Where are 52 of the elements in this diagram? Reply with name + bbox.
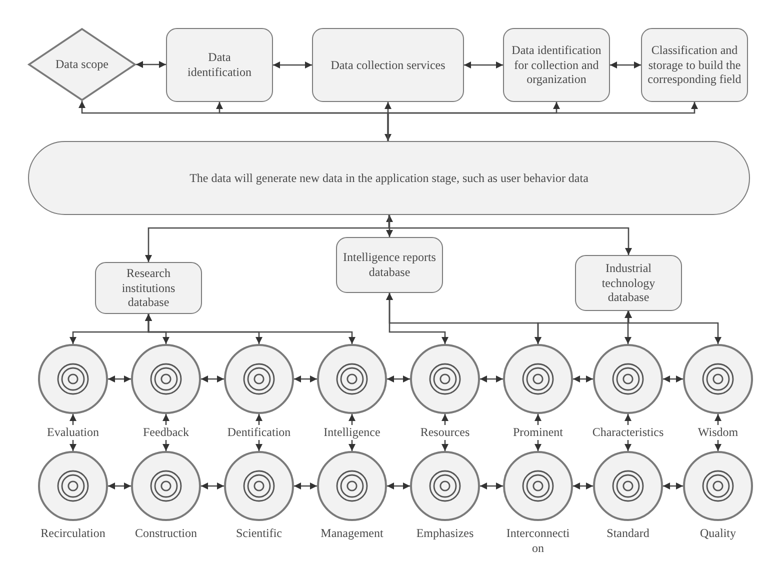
box-label: The data will generate new data in the application stage, such as user behavior data	[190, 170, 588, 186]
box-label: Data identification	[186, 50, 252, 80]
double-arrow	[663, 482, 683, 490]
circle-label: Dentification	[226, 425, 292, 440]
process-box	[95, 262, 202, 314]
box-label: Classification and storage to build the corresponding field	[646, 43, 742, 87]
double-arrow	[610, 62, 641, 68]
double-arrow	[294, 376, 317, 382]
process-box	[503, 28, 610, 102]
process-box	[166, 28, 273, 102]
arrow	[388, 215, 632, 255]
double-arrow	[384, 102, 392, 141]
double-arrow	[573, 376, 593, 382]
double-arrow	[573, 482, 593, 490]
box-label: Industrial technology database	[600, 261, 656, 305]
circle-label: Management	[320, 526, 384, 541]
double-arrow	[273, 62, 312, 68]
circle-label: Characteristics	[591, 425, 665, 440]
arrow	[387, 102, 698, 141]
double-arrow	[663, 376, 683, 382]
circle-label: Evaluation	[46, 425, 100, 440]
double-arrow	[108, 482, 131, 490]
box-label: Research institutions database	[120, 266, 176, 310]
double-arrow	[480, 482, 503, 490]
circle-label: Feedback	[142, 425, 190, 440]
double-arrow	[108, 376, 131, 382]
box-label: Data collection services	[330, 58, 446, 72]
double-arrow	[480, 376, 503, 382]
double-arrow	[136, 61, 166, 68]
box-label: Data scope	[56, 57, 108, 72]
process-box	[336, 237, 443, 293]
double-arrow	[464, 62, 503, 68]
box-label: Intelligence reports database	[342, 250, 437, 280]
double-arrow	[386, 215, 393, 237]
circle-label: Prominent	[512, 425, 564, 440]
circle-label: Emphasizes	[415, 526, 475, 541]
double-arrow	[387, 482, 410, 490]
double-arrow	[201, 376, 224, 382]
double-arrow	[145, 314, 356, 344]
process-box	[312, 28, 464, 102]
double-arrow	[387, 376, 410, 382]
circle-label: Resources	[419, 425, 471, 440]
box-label: Data identification for collection and organization	[510, 43, 602, 87]
double-arrow	[624, 311, 632, 344]
double-arrow	[294, 482, 317, 490]
double-arrow	[201, 482, 224, 490]
decision-diamond	[28, 28, 136, 101]
process-box	[575, 255, 682, 311]
process-box	[641, 28, 748, 102]
circle-label: Intelligence	[322, 425, 382, 440]
circle-label: Wisdom	[696, 425, 740, 440]
circle-label: Quality	[699, 526, 737, 541]
